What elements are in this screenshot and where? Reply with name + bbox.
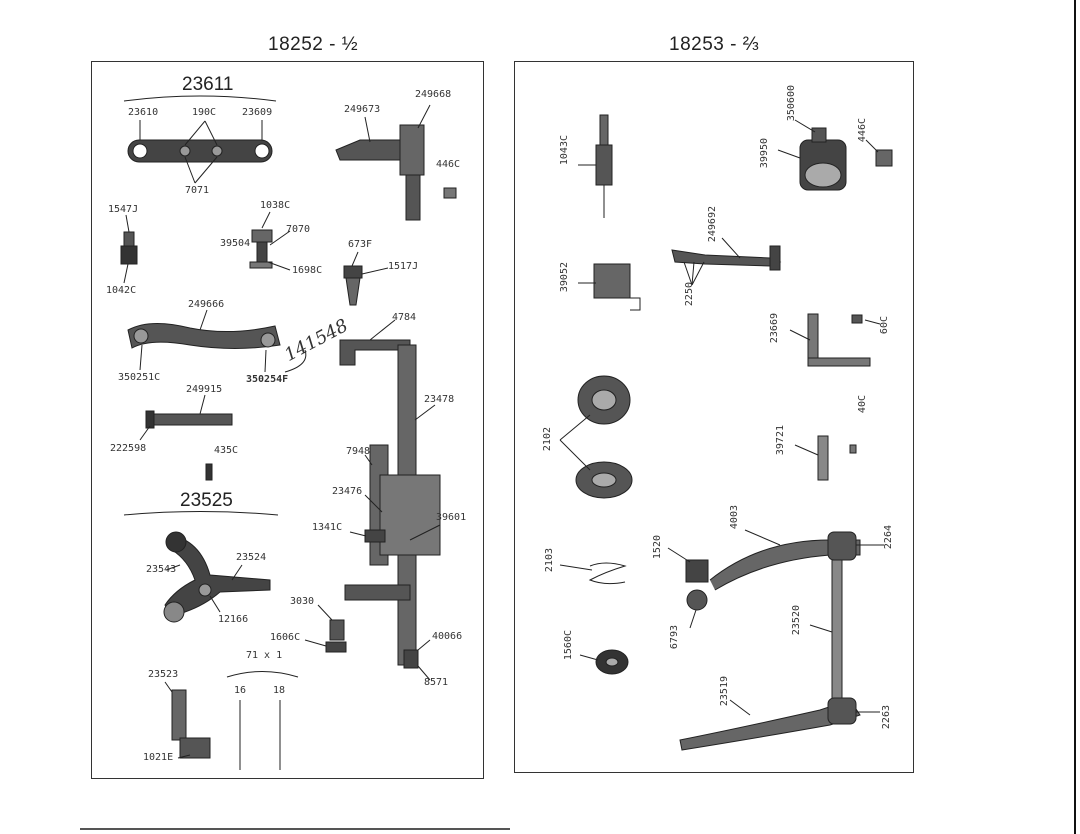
part-label: 1341C bbox=[312, 522, 343, 533]
right-parts-panel bbox=[514, 61, 914, 773]
part-label: 23476 bbox=[332, 486, 363, 497]
part-label: 16 bbox=[234, 685, 247, 696]
part-label: 4003 bbox=[729, 505, 740, 530]
part-label: 350254F bbox=[246, 374, 289, 385]
part-label: 1698C bbox=[292, 265, 323, 276]
part-label: 7071 bbox=[185, 185, 210, 196]
part-label: 1520 bbox=[652, 535, 663, 560]
part-label: 350251C bbox=[118, 372, 161, 383]
part-label: 39052 bbox=[559, 262, 570, 293]
part-label: 40066 bbox=[432, 631, 463, 642]
part-label: 23523 bbox=[148, 669, 179, 680]
part-label: 39504 bbox=[220, 238, 251, 249]
part-label: 18 bbox=[273, 685, 286, 696]
part-label: 435C bbox=[214, 445, 239, 456]
right-page-title: 18253 - ⅔ bbox=[669, 34, 760, 55]
part-label: 446C bbox=[857, 118, 868, 143]
part-label: 23524 bbox=[236, 552, 267, 563]
part-label: 39721 bbox=[775, 425, 786, 456]
part-label: 4784 bbox=[392, 312, 417, 323]
part-label: 1042C bbox=[106, 285, 137, 296]
part-label: 71 x 1 bbox=[246, 650, 283, 661]
part-label: 40C bbox=[857, 395, 868, 414]
part-label: 3030 bbox=[290, 596, 315, 607]
part-label: 23520 bbox=[791, 605, 802, 636]
part-label: 23543 bbox=[146, 564, 177, 575]
part-label: 1517J bbox=[388, 261, 419, 272]
part-label: 2250 bbox=[684, 282, 695, 307]
part-label: 1560C bbox=[563, 630, 574, 661]
part-label: 222598 bbox=[110, 443, 147, 454]
part-label: 446C bbox=[436, 159, 461, 170]
part-label: 1606C bbox=[270, 632, 301, 643]
part-label: 350600 bbox=[786, 85, 797, 122]
part-label: 1038C bbox=[260, 200, 291, 211]
part-label: 249692 bbox=[707, 206, 718, 243]
part-label: 23669 bbox=[769, 313, 780, 344]
part-label: 7948 bbox=[346, 446, 371, 457]
part-label: 6793 bbox=[669, 625, 680, 650]
part-label: 1021E bbox=[143, 752, 174, 763]
part-label: 2103 bbox=[544, 548, 555, 573]
part-label: 23609 bbox=[242, 107, 273, 118]
part-label: 2102 bbox=[542, 427, 553, 452]
part-label: 673F bbox=[348, 239, 373, 250]
part-label: 23610 bbox=[128, 107, 159, 118]
part-label: 39950 bbox=[759, 138, 770, 169]
left-page-title: 18252 - ½ bbox=[268, 34, 359, 55]
group-title-23525: 23525 bbox=[180, 490, 233, 511]
part-label: 249915 bbox=[186, 384, 223, 395]
part-label: 23478 bbox=[424, 394, 455, 405]
part-label: 60C bbox=[879, 316, 890, 335]
group-title-23611: 23611 bbox=[182, 74, 234, 95]
part-label: 2263 bbox=[881, 705, 892, 730]
part-label: 1547J bbox=[108, 204, 139, 215]
part-label: 2264 bbox=[883, 525, 894, 550]
part-label: 39601 bbox=[436, 512, 467, 523]
part-label: 249673 bbox=[344, 104, 381, 115]
part-label: 249666 bbox=[188, 299, 225, 310]
part-label: 23519 bbox=[719, 676, 730, 707]
left-parts-panel bbox=[91, 61, 484, 779]
part-label: 8571 bbox=[424, 677, 449, 688]
part-label: 12166 bbox=[218, 614, 249, 625]
part-label: 7070 bbox=[286, 224, 311, 235]
part-label: 190C bbox=[192, 107, 217, 118]
part-label: 249668 bbox=[415, 89, 452, 100]
part-label: 1043C bbox=[559, 135, 570, 166]
